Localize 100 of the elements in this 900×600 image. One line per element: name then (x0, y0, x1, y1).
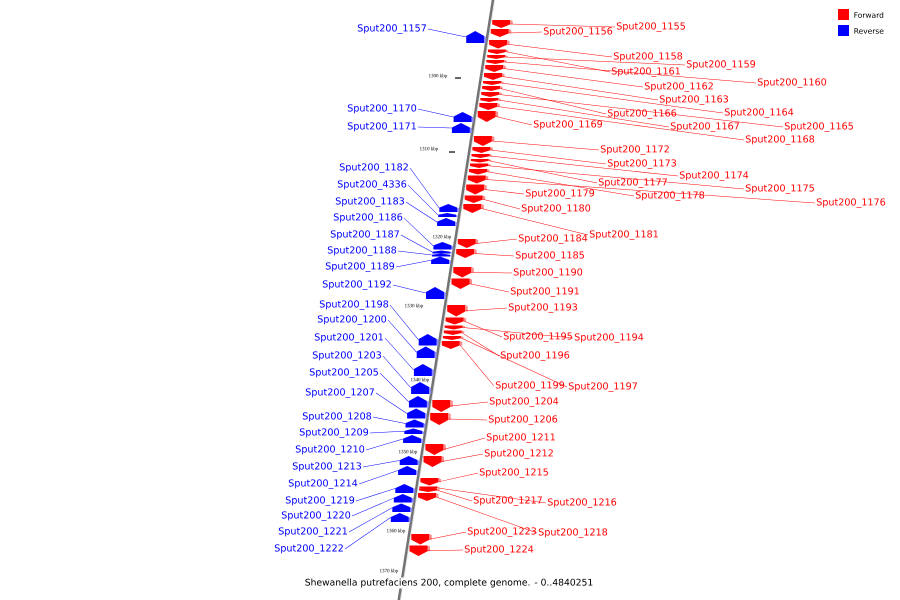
gene-label: Sput200_1178 (636, 191, 704, 201)
gene-glyph (432, 400, 453, 412)
gene-glyph (444, 330, 464, 335)
gene-label: Sput200_1196 (500, 351, 570, 361)
gene-glyph (479, 103, 500, 110)
gene-glyph (446, 318, 466, 324)
gene-label: Sput200_1204 (490, 397, 558, 407)
gene-glyph (464, 196, 486, 203)
leader-line (408, 184, 438, 216)
leader-line (510, 24, 616, 28)
gene-glyph (444, 326, 466, 330)
gene-glyph (394, 494, 414, 502)
leader-line (384, 338, 414, 370)
gene-label: Sput200_1189 (326, 262, 394, 272)
gene-glyph (433, 242, 454, 250)
leader-line (486, 172, 634, 196)
gene-glyph (466, 184, 487, 194)
gene-label: Sput200_1186 (334, 213, 402, 223)
leader-line (370, 430, 404, 434)
leader-line (492, 140, 600, 150)
leader-line (499, 94, 784, 128)
gene-label: Sput200_1167 (670, 122, 739, 132)
leader-line (396, 260, 432, 268)
gene-label: Sput200_1172 (600, 145, 669, 155)
leader-line (481, 208, 588, 236)
gene-glyph (425, 444, 446, 455)
gene-glyph (438, 213, 458, 217)
gene-glyph (492, 20, 513, 28)
leader-line (486, 179, 816, 204)
gene-label: Sput200_1156 (544, 27, 612, 37)
gene-label: Sput200_1155 (616, 22, 685, 32)
gene-label: Sput200_1217 (474, 496, 542, 506)
gene-glyph (432, 250, 452, 254)
gene-glyph (395, 484, 416, 493)
gene-glyph (431, 256, 452, 264)
gene-label: Sput200_1158 (614, 52, 682, 62)
gene-label: Sput200_1199 (496, 381, 564, 391)
gene-label: Sput200_1169 (534, 120, 602, 130)
gene-glyph (452, 123, 472, 133)
leader-line (460, 338, 568, 388)
leader-line (507, 44, 612, 58)
leader-line (356, 488, 396, 502)
leader-line (390, 304, 419, 340)
gene-label: Sput200_1207 (306, 388, 374, 398)
gene-label: Sput200_1205 (310, 368, 378, 378)
gene-label: Sput200_1157 (358, 24, 426, 34)
leader-line (498, 100, 670, 128)
gene-label: Sput200_1168 (746, 135, 814, 145)
gene-glyph (486, 60, 507, 64)
gene-glyph (407, 408, 428, 418)
gene-label: Sput200_1203 (312, 351, 382, 361)
leader-line (398, 250, 432, 256)
gene-label: Sput200_1194 (574, 333, 644, 343)
gene-glyph (472, 154, 492, 158)
gene-label: Sput200_1220 (282, 511, 350, 521)
leader-line (484, 189, 524, 194)
gene-label: Sput200_1191 (510, 287, 579, 297)
leader-line (497, 106, 744, 140)
leader-line (429, 532, 466, 540)
leader-line (400, 234, 432, 252)
gene-label: Sput200_1201 (314, 333, 383, 343)
leader-line (448, 418, 488, 420)
gene-label: Sput200_1213 (292, 462, 362, 472)
caption: Shewanella putrefaciens 200, complete genome. - 0..4840251 (304, 578, 594, 588)
gene-label: Sput200_1206 (488, 415, 558, 425)
gene-label: Sput200_1185 (516, 251, 584, 261)
leader-line (474, 253, 514, 256)
leader-line (358, 470, 398, 484)
gene-label: Sput200_1211 (486, 433, 555, 443)
leader-line (488, 160, 598, 184)
gene-label: Sput200_1216 (548, 498, 616, 508)
leader-line (404, 218, 434, 246)
leader-line (406, 202, 438, 222)
leader-line (438, 472, 478, 482)
gene-label: Sput200_1197 (568, 382, 637, 392)
gene-glyph (487, 55, 508, 59)
leader-line (505, 56, 686, 66)
gene-label: Sput200_1180 (522, 204, 590, 214)
gene-label: Sput200_1184 (518, 234, 588, 244)
gene-label: Sput200_1175 (746, 184, 814, 194)
gene-glyph (458, 239, 478, 248)
gene-glyph (472, 147, 493, 153)
leader-line (437, 488, 546, 504)
leader-line (418, 108, 454, 118)
leader-line (418, 126, 452, 128)
leader-line (476, 238, 518, 244)
leader-line (482, 198, 520, 210)
gene-label: Sput200_1222 (274, 544, 343, 554)
gene-glyph (483, 81, 504, 85)
leader-line (388, 320, 417, 352)
gene-label: Sput200_1215 (480, 468, 548, 478)
gene-glyph (411, 382, 432, 394)
gene-label: Sput200_1200 (318, 315, 386, 325)
gene-label: Sput200_1170 (348, 104, 416, 114)
leader-line (500, 82, 724, 114)
leader-line (465, 308, 508, 312)
leader-line (502, 76, 658, 100)
leader-line (508, 32, 542, 34)
leader-line (380, 372, 409, 402)
gene-label: Sput200_1223 (468, 527, 536, 537)
